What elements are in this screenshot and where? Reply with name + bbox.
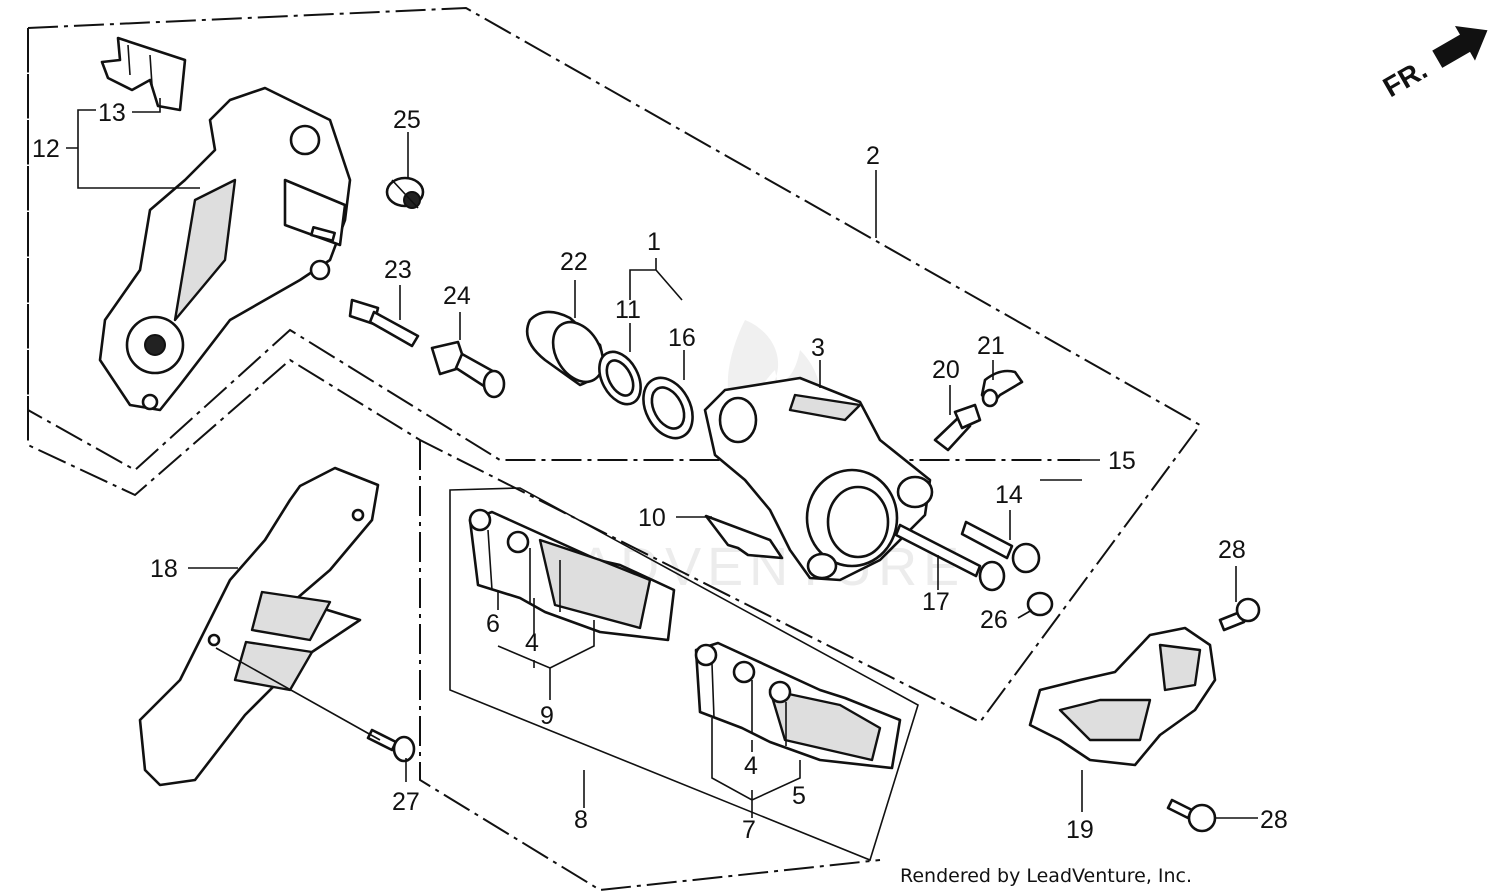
- pad-group-box: [449, 487, 919, 862]
- guard-part-19: [1028, 626, 1217, 767]
- screw-part-27: [366, 728, 416, 763]
- callout-8: 8: [574, 806, 588, 834]
- callout-14: 14: [995, 481, 1023, 509]
- callout-2: 2: [866, 142, 880, 170]
- caliper-bracket-part-12: [98, 86, 352, 412]
- front-arrow-icon: [1432, 25, 1488, 68]
- bleeder-cap-part-21: [980, 369, 1024, 408]
- callout-22: 22: [560, 248, 588, 276]
- callout-28-upper: 28: [1218, 536, 1246, 564]
- caliper-body-part-3: [703, 376, 934, 582]
- piston-seal-part-11: [598, 350, 642, 406]
- pin-bolt-part-23: [348, 298, 420, 348]
- pin-part-17: [894, 523, 1006, 592]
- callout-12: 12: [32, 135, 60, 163]
- callout-25: 25: [393, 106, 421, 134]
- callout-6: 6: [486, 610, 500, 638]
- pad-set-outline: [419, 440, 881, 892]
- bolt-part-28-lower: [1166, 798, 1217, 833]
- boot-part-26: [1026, 591, 1054, 617]
- callout-13: 13: [98, 99, 126, 127]
- brake-pad-upper-part-9: [468, 508, 676, 642]
- callout-18: 18: [150, 555, 178, 583]
- pad-retainer-part-13: [100, 36, 187, 112]
- callout-23: 23: [384, 256, 412, 284]
- callout-26: 26: [980, 606, 1008, 634]
- callout-11: 11: [615, 296, 641, 324]
- front-direction-indicator: FR.: [1378, 25, 1488, 103]
- callout-19: 19: [1066, 816, 1094, 844]
- callout-labels: 1 2 3 4 4 5 6 7 8 9 10 11 12 13 14 15 16…: [32, 99, 1288, 844]
- disc-cover-part-18: [138, 466, 380, 787]
- callout-1: 1: [647, 228, 661, 256]
- callout-3: 3: [811, 334, 825, 362]
- callout-4-lower: 4: [744, 752, 758, 780]
- callout-21: 21: [977, 332, 1005, 360]
- callout-15: 15: [1108, 447, 1136, 475]
- brake-pad-lower-part-7: [694, 641, 902, 770]
- credit-text: Rendered by LeadVenture, Inc.: [900, 865, 1192, 887]
- caliper-inner-outline: [27, 28, 1080, 472]
- dust-seal-part-16: [642, 376, 694, 440]
- bleeder-part-20: [933, 403, 982, 452]
- pin-bolt-part-24: [430, 340, 506, 399]
- callout-20: 20: [932, 356, 960, 384]
- callout-5: 5: [792, 782, 806, 810]
- bolt-part-28-upper: [1218, 597, 1261, 632]
- callout-24: 24: [443, 282, 471, 310]
- callout-28-lower: 28: [1260, 806, 1288, 834]
- callout-7: 7: [742, 816, 756, 844]
- leader-lines: [66, 98, 1258, 819]
- callout-17: 17: [922, 588, 950, 616]
- callout-16: 16: [668, 324, 696, 352]
- pin-part-14: [960, 520, 1041, 574]
- pad-spring-part-10: [704, 514, 784, 560]
- callout-27: 27: [392, 788, 420, 816]
- cap-part-25: [385, 176, 425, 209]
- callout-4-upper: 4: [525, 629, 539, 657]
- callout-10: 10: [638, 504, 666, 532]
- callout-9: 9: [540, 702, 554, 730]
- front-label: FR.: [1378, 54, 1433, 103]
